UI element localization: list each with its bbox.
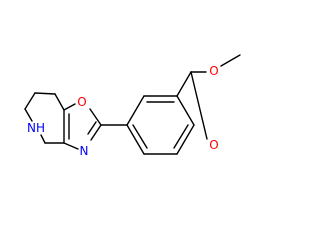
bond-c7a-c7 [54, 93, 65, 111]
benzene-ring [126, 95, 195, 155]
bond-n-nh-c4 [40, 134, 46, 144]
ester-oxygen-label: O [209, 64, 218, 78]
bond-c2-n [90, 124, 102, 141]
bond-ar-6 [126, 124, 145, 155]
bond-c2-n-double [87, 121, 97, 135]
bond-c5-n-nh [24, 108, 33, 122]
bond-carbonyl-double-1 [190, 71, 208, 140]
bond-ar-3 [176, 95, 195, 126]
methyl-ester-group [176, 54, 241, 140]
bond-c7-c6 [34, 92, 56, 95]
bond-ar-carbonyl-c [176, 71, 192, 97]
bond-ar-inner-2 [173, 124, 189, 149]
oxazole-ring [63, 103, 102, 150]
bond-c7a-o [63, 103, 76, 111]
carbonyl-oxygen-label: O [209, 138, 218, 152]
bond-ar-inner-3 [132, 124, 148, 149]
bond-n-c3a [63, 142, 79, 150]
oxazole-nitrogen-label: N [80, 144, 89, 158]
bond-ar-4 [176, 124, 195, 155]
oxazole-oxygen-label: O [77, 95, 86, 109]
amine-nh-label: NH [27, 121, 45, 135]
bond-ar-1 [126, 95, 145, 126]
bond-c6-c5 [24, 92, 36, 110]
bond-ester-o-methyl [220, 54, 241, 67]
molecule-structure-diagram: O N NH O O [24, 54, 241, 158]
bond-o-c2 [89, 108, 102, 126]
tetrahydropyridine-ring [24, 92, 65, 144]
